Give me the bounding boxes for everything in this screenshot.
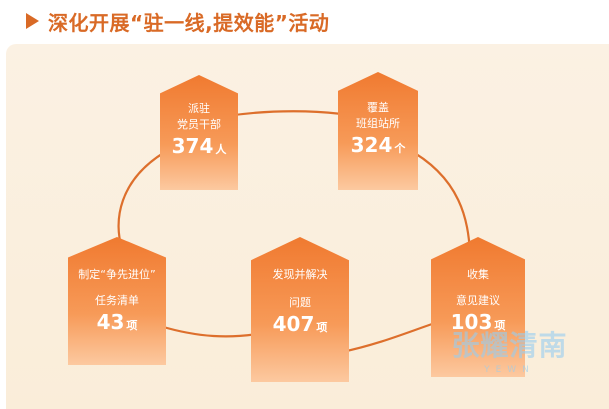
stat-card-unit: 个 <box>394 142 406 155</box>
stat-card-label: 覆盖 <box>367 101 389 114</box>
stat-card-label: 意见建议 <box>456 294 500 307</box>
stat-card-label: 派驻 <box>188 102 210 115</box>
stat-card-unit: 人 <box>215 143 227 156</box>
stat-card-label: 收集 <box>467 268 489 281</box>
section-title: 深化开展“驻一线,提效能”活动 <box>48 10 330 35</box>
stat-card-label: 班组站所 <box>356 117 400 130</box>
stat-card-unit: 项 <box>126 319 138 332</box>
stat-card-label: 制定“争先进位” <box>78 268 156 281</box>
stat-card-unit: 项 <box>494 319 506 332</box>
stat-card-label: 党员干部 <box>177 118 221 131</box>
stat-card-unit: 项 <box>316 321 328 334</box>
play-triangle-icon <box>26 13 39 29</box>
stat-card-label: 任务清单 <box>95 294 139 307</box>
stat-card-label: 问题 <box>289 296 311 309</box>
section-header: 深化开展“驻一线,提效能”活动 <box>26 6 329 36</box>
stat-card-label: 发现并解决 <box>272 268 328 281</box>
